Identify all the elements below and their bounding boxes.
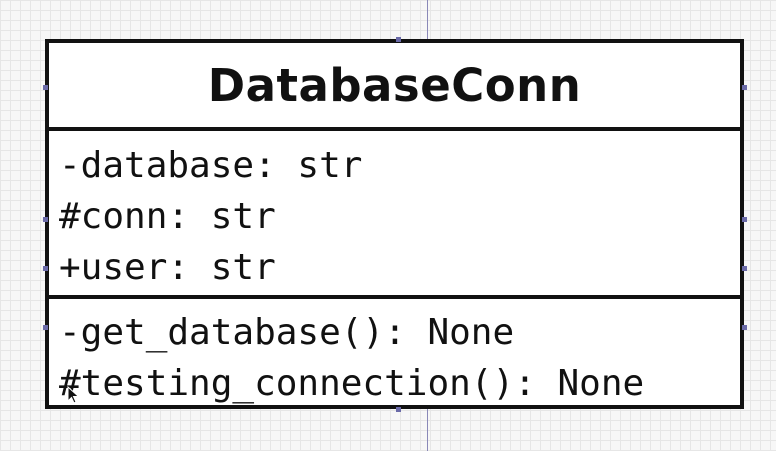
- attribute-row: #conn: str: [59, 196, 276, 237]
- methods-section: -get_database(): None #testing_connectio…: [49, 299, 740, 405]
- mouse-pointer-icon: [67, 386, 80, 404]
- connection-point[interactable]: [43, 217, 48, 222]
- attribute-row: -database: str: [59, 145, 363, 186]
- attributes-section: -database: str #conn: str +user: str: [49, 131, 740, 299]
- uml-class-box[interactable]: DatabaseConn -database: str #conn: str +…: [45, 39, 744, 409]
- connection-point[interactable]: [742, 266, 747, 271]
- method-row: #testing_connection(): None: [59, 363, 645, 404]
- connection-point[interactable]: [742, 217, 747, 222]
- connection-point[interactable]: [742, 85, 747, 90]
- class-header: DatabaseConn: [49, 43, 740, 131]
- connection-point[interactable]: [43, 266, 48, 271]
- connection-point[interactable]: [43, 325, 48, 330]
- attribute-row: +user: str: [59, 247, 276, 288]
- connection-point[interactable]: [43, 85, 48, 90]
- method-row: -get_database(): None: [59, 312, 515, 353]
- class-name: DatabaseConn: [207, 58, 582, 112]
- connection-point[interactable]: [742, 325, 747, 330]
- connection-point[interactable]: [396, 407, 401, 412]
- connection-point[interactable]: [396, 37, 401, 42]
